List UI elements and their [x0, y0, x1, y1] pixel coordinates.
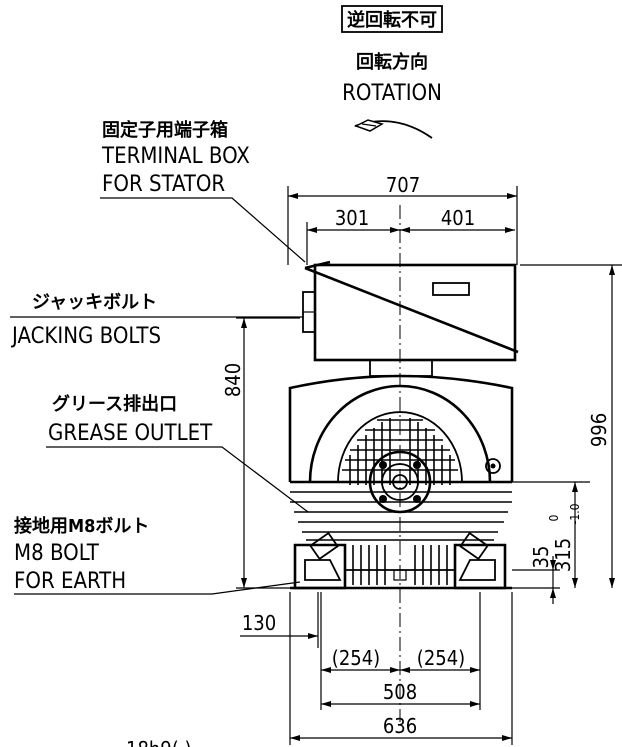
dim-height-right: [520, 264, 622, 588]
earth-bolt-label-en-2: FOR EARTH: [14, 569, 126, 594]
dim-base-width: [289, 592, 513, 745]
dim-half-spacing: [320, 592, 481, 710]
rotation-warning-text: 逆回転不可: [347, 9, 437, 31]
dim-top-split: [306, 222, 515, 265]
terminal-box-label-en-2: FOR STATOR: [102, 172, 225, 197]
terminal-box-label-jp: 固定子用端子箱: [102, 119, 228, 141]
rotation-label-en: ROTATION: [342, 81, 442, 106]
dim-half-left-text: (254): [332, 646, 380, 670]
terminal-box: [302, 260, 519, 362]
dim-foot-thickness-text: 35: [529, 546, 553, 569]
grease-fitting-icon: [485, 458, 501, 474]
dim-shaft-tol-lower: -1.0: [568, 503, 582, 524]
earth-bolt-label-en-1: M8 BOLT: [14, 541, 100, 566]
grease-outlet-label-en: GREASE OUTLET: [48, 421, 213, 446]
dim-half-right-text: (254): [417, 646, 465, 670]
shaft-hub: [366, 450, 434, 514]
grease-outlet-label-jp: グリース排出口: [52, 393, 177, 415]
dim-foot-offset-text: 130: [242, 611, 276, 635]
dim-height-left-text: 840: [221, 363, 245, 397]
dim-shaft-height-text: 315: [551, 538, 575, 572]
dim-top-right-text: 401: [441, 206, 475, 230]
grease-outlet-leader: [46, 446, 309, 513]
cooling-fins: [290, 418, 512, 585]
jacking-bolts-label-en: JACKING BOLTS: [10, 324, 161, 349]
terminal-box-leader: [100, 197, 306, 263]
dim-overall-top-text: 707: [386, 173, 420, 197]
earth-bolt-leader: [14, 581, 301, 595]
motor-feet: [290, 531, 512, 590]
dim-shaft-height: [572, 482, 578, 588]
rotation-warning-frame: [341, 5, 443, 33]
dim-height-left: [236, 317, 300, 589]
dim-foot-offset: [240, 592, 319, 648]
dim-overall-top: [287, 186, 518, 265]
jacking-bolts-label-jp: ジャッキボルト: [32, 292, 157, 313]
rotation-label-jp: 回転方向: [356, 51, 428, 73]
dim-top-left-text: 301: [335, 206, 369, 230]
dim-foot-spacing: [321, 701, 480, 707]
rotation-arrow-icon: [354, 119, 433, 139]
dim-bottom-cut-text: 18h9( ): [126, 737, 192, 747]
terminal-box-label-en-1: TERMINAL BOX: [101, 144, 250, 169]
dim-shaft-tol-upper: 0: [547, 514, 561, 521]
dim-foot-thickness: [512, 556, 560, 604]
dim-foot-spacing-text: 508: [383, 680, 417, 704]
dim-base-width-text: 636: [383, 714, 417, 738]
earth-bolt-label-jp: 接地用M8ボルト: [14, 515, 149, 537]
dim-height-right-text: 996: [587, 413, 611, 447]
